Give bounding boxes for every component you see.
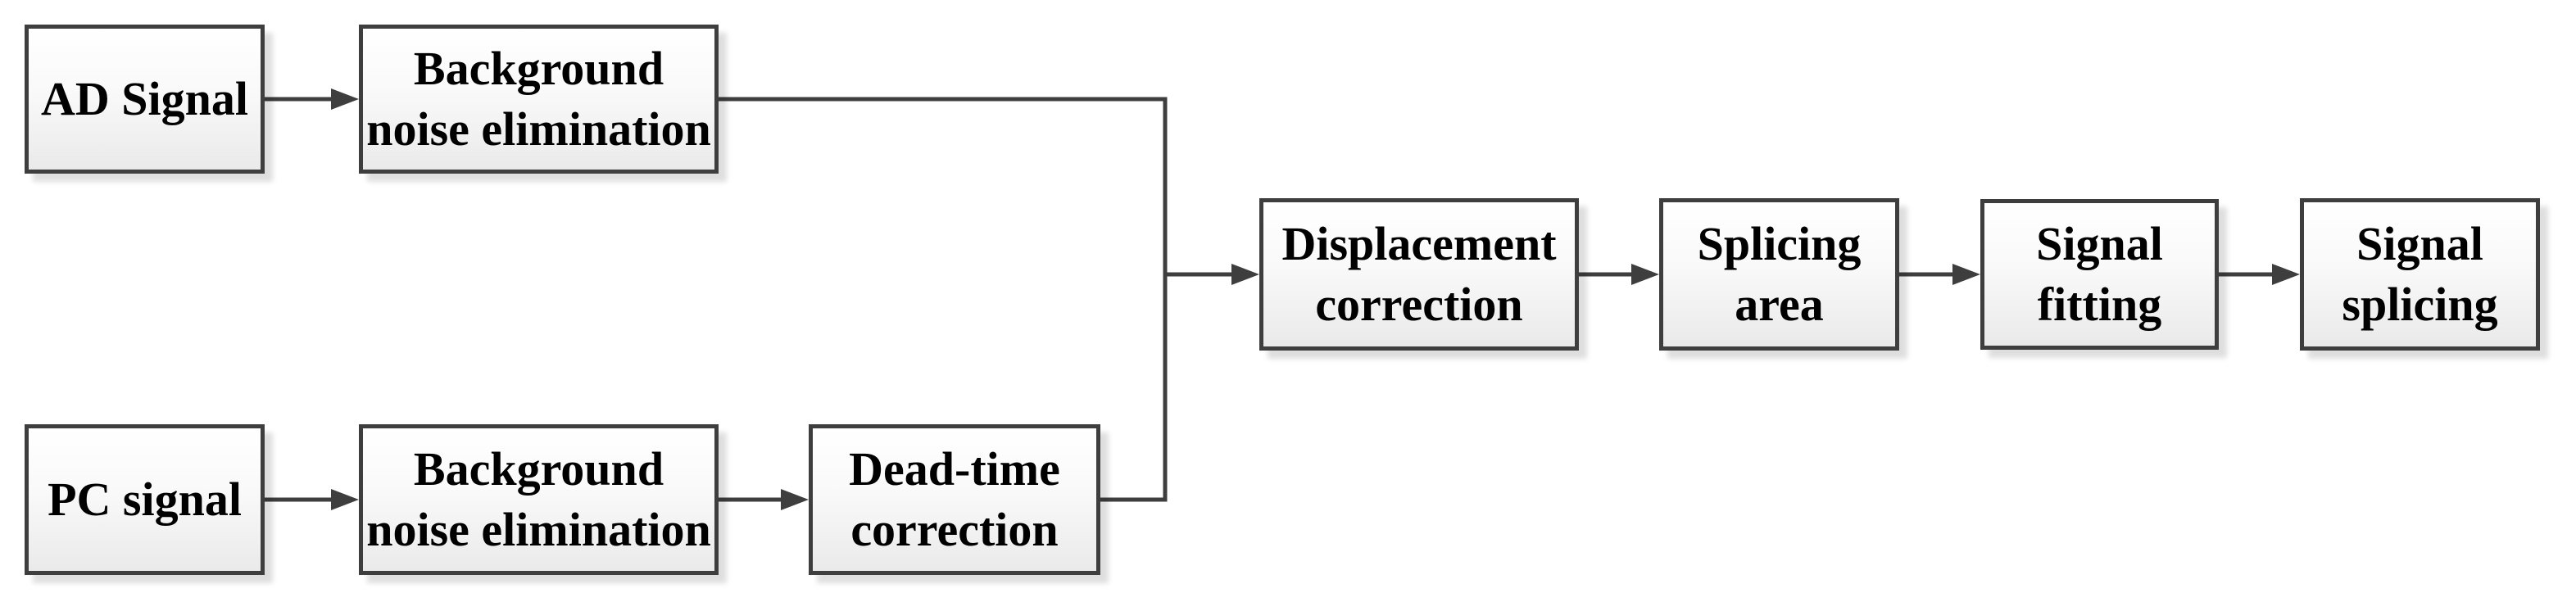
node-signal-fitting: Signal fitting [1980, 199, 2219, 350]
arrowhead-icon [331, 88, 359, 110]
node-signal-splicing: Signal splicing [2300, 198, 2540, 351]
node-background-noise-elimination-bottom: Background noise elimination [359, 424, 719, 575]
arrowhead-icon [781, 489, 809, 510]
node-displacement-correction: Displacement correction [1259, 198, 1579, 351]
node-background-noise-elimination-top: Background noise elimination [359, 25, 719, 174]
node-pc-signal: PC signal [25, 424, 265, 575]
arrowhead-icon [2272, 264, 2300, 285]
node-ad-signal: AD Signal [25, 25, 265, 174]
arrowhead-icon [1231, 264, 1259, 285]
edge-line-merge-elbow [719, 97, 1168, 502]
node-dead-time-correction: Dead-time correction [809, 424, 1100, 575]
node-splicing-area: Splicing area [1659, 198, 1899, 351]
arrowhead-icon [1952, 264, 1980, 285]
arrowhead-icon [331, 489, 359, 510]
arrowhead-icon [1631, 264, 1659, 285]
